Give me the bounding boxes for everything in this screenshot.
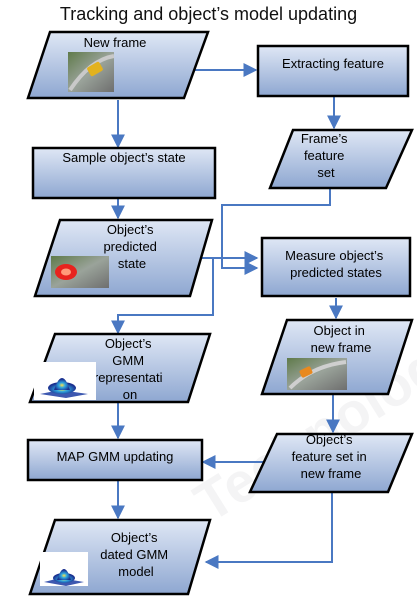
node-map-gmm-updating: MAP GMM updating xyxy=(26,438,204,482)
node-objects-predicted-state-label: Object’s predicted state xyxy=(103,222,160,271)
predicted-state-thumbnail xyxy=(51,256,109,288)
updated-gmm-thumbnail xyxy=(40,552,88,586)
node-map-gmm-updating-label: MAP GMM updating xyxy=(57,449,174,464)
node-objects-feature-set-in-new-frame-label: Object’s feature set in new frame xyxy=(292,432,371,481)
arrow-featureset-to-measure xyxy=(221,188,331,275)
node-objects-predicted-state: Object’s predicted state xyxy=(33,218,214,298)
gmm-surface-thumbnail xyxy=(34,362,96,400)
node-frames-feature-set: Frame’s feature set xyxy=(268,128,414,190)
object-new-frame-thumbnail xyxy=(287,358,347,390)
node-objects-updated-gmm-model: Object’s dated GMM model xyxy=(28,518,212,596)
node-measure-predicted-states-label: Measure object’s predicted states xyxy=(285,248,387,280)
node-frames-feature-set-label: Frame’s feature set xyxy=(301,131,351,180)
arrow-predicted-to-gmm xyxy=(111,258,214,335)
node-sample-objects-state: Sample object’s state xyxy=(31,146,217,200)
node-objects-feature-set-in-new-frame: Object’s feature set in new frame xyxy=(248,432,414,494)
road-scene-thumbnail xyxy=(68,52,115,92)
node-new-frame-label: New frame xyxy=(84,35,147,50)
node-extracting-feature: Extracting feature xyxy=(256,44,410,98)
node-objects-gmm-representation: Object’s GMM representati on xyxy=(28,332,212,404)
node-extracting-feature-label: Extracting feature xyxy=(282,56,384,71)
node-new-frame: New frame xyxy=(26,30,210,100)
arrow-featureset-newframe-to-updated xyxy=(204,492,333,569)
node-objects-gmm-representation-label: Object’s GMM representati on xyxy=(94,336,166,402)
node-objects-updated-gmm-model-label: Object’s dated GMM model xyxy=(100,530,172,579)
node-object-in-new-frame-label: Object in new frame xyxy=(311,323,372,355)
node-measure-predicted-states: Measure object’s predicted states xyxy=(260,236,412,298)
node-object-in-new-frame: Object in new frame xyxy=(260,318,414,396)
connector-lines xyxy=(111,63,343,569)
node-sample-objects-state-label: Sample object’s state xyxy=(62,150,185,165)
diagram-title: Tracking and object’s model updating xyxy=(59,4,358,24)
